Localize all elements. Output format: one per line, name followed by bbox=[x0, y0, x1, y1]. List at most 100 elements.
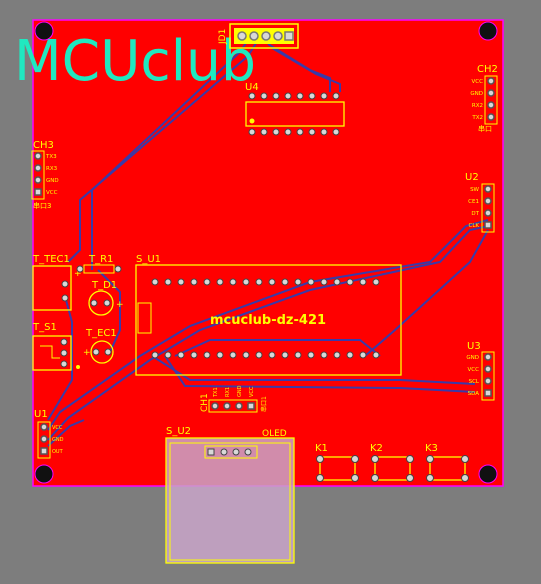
jd1-connector: JD1 bbox=[218, 23, 299, 49]
t-s1-part: T_S1 bbox=[32, 322, 80, 371]
s-u1-label: S_U1 bbox=[136, 254, 161, 265]
t-d1-outline bbox=[88, 290, 114, 316]
ch2-label: CH2 bbox=[477, 64, 498, 75]
ch2-header: CH2 VCC GND RX2 TX2 串口 bbox=[470, 64, 498, 133]
u3-pin-label: SDA bbox=[468, 391, 480, 397]
u1-pin-label: VCC bbox=[52, 425, 63, 431]
t-r1-part: T_R1 bbox=[76, 254, 122, 274]
ch1-label: CH1 bbox=[200, 393, 210, 412]
u4-label: U4 bbox=[245, 82, 259, 93]
u2-pin-label: CLK bbox=[468, 223, 479, 229]
pin-pad-square bbox=[284, 31, 294, 41]
jd1-pins bbox=[237, 31, 294, 41]
u1-pin-label: OUT bbox=[52, 449, 64, 455]
ch2-pin-label: RX2 bbox=[472, 103, 483, 109]
t-ec1-part: T_EC1 + bbox=[83, 328, 117, 364]
ch3-pin-label: TX3 bbox=[45, 154, 57, 160]
ch2-pin-label: TX2 bbox=[471, 115, 483, 121]
pin-pad bbox=[273, 31, 283, 41]
u3-pin-label: VCC bbox=[468, 367, 480, 373]
k1-outline bbox=[319, 456, 356, 481]
k3-label: K3 bbox=[425, 443, 438, 454]
pin-pad bbox=[249, 31, 259, 41]
t-d1-label: T_D1 bbox=[91, 280, 117, 291]
u2-label: U2 bbox=[465, 172, 479, 183]
logo: MCUclub bbox=[14, 29, 256, 94]
t-r1-label: T_R1 bbox=[88, 254, 113, 265]
u1-pin-label: GND bbox=[52, 437, 64, 443]
ch1-outline bbox=[208, 399, 258, 413]
ch2-outline bbox=[484, 75, 498, 125]
ch2-pin-label: VCC bbox=[472, 79, 484, 85]
mounting-hole bbox=[34, 21, 54, 41]
ch3-sub-label: 串口3 bbox=[33, 202, 51, 210]
k3-button: K3 bbox=[425, 443, 469, 482]
ch3-label: CH3 bbox=[33, 140, 54, 151]
u4-ic: U4 bbox=[245, 82, 345, 136]
pin-pad bbox=[237, 31, 247, 41]
s-u1-outline bbox=[135, 264, 402, 376]
t-tec1-plus: + bbox=[74, 269, 82, 279]
ch3-pin-label: RX3 bbox=[46, 166, 58, 172]
oled-header-outline bbox=[204, 445, 258, 459]
jd1-outline bbox=[229, 23, 299, 49]
ch2-sub-label: 串口 bbox=[478, 125, 492, 133]
k3-outline bbox=[429, 456, 466, 481]
jd1-label: JD1 bbox=[218, 29, 228, 45]
oled-inner-outline bbox=[169, 442, 291, 561]
ch3-header: CH3 TX3 RX3 GND VCC 串口3 bbox=[31, 140, 59, 210]
board-copper bbox=[32, 19, 504, 487]
ch1-pin-label: RX1 bbox=[225, 387, 231, 397]
s-u1-chip bbox=[137, 302, 152, 334]
oled-label: OLED bbox=[262, 429, 287, 439]
ch2-pin-label: GND bbox=[470, 91, 483, 97]
s-u2-oled: S_U2 OLED bbox=[165, 426, 295, 564]
u1-outline bbox=[37, 421, 51, 459]
t-r1-body bbox=[83, 264, 115, 274]
s-u2-label: S_U2 bbox=[166, 426, 191, 437]
u3-pin-label: GND bbox=[466, 355, 479, 361]
u3-outline bbox=[481, 351, 495, 401]
u4-pin1-marker bbox=[249, 118, 255, 124]
ch1-header: CH1 TX1 RX1 GND VCC 串口1 bbox=[200, 385, 268, 413]
ch1-pin-label: TX1 bbox=[213, 387, 219, 398]
t-s1-outline bbox=[32, 335, 72, 371]
u4-outline bbox=[245, 101, 345, 127]
ch3-pin-label: VCC bbox=[46, 190, 58, 196]
u3-header: U3 GND VCC SCL SDA bbox=[466, 341, 495, 401]
ch3-pin-label: GND bbox=[46, 178, 59, 184]
t-ec1-outline bbox=[90, 340, 114, 364]
ch1-sub-label: 串口1 bbox=[260, 396, 268, 412]
k2-button: K2 bbox=[370, 443, 414, 482]
mounting-holes bbox=[34, 21, 498, 484]
oled-screen-area bbox=[166, 438, 294, 563]
u3-pin-label: SCL bbox=[469, 379, 480, 385]
pin-pad bbox=[261, 31, 271, 41]
k2-outline bbox=[374, 456, 411, 481]
u2-header: U2 SW CE1 DT CLK bbox=[465, 172, 495, 233]
t-d1-part: T_D1 + bbox=[88, 280, 124, 316]
ch3-outline bbox=[31, 150, 45, 200]
k2-label: K2 bbox=[370, 443, 383, 454]
traces bbox=[47, 39, 489, 447]
u2-outline bbox=[481, 183, 495, 233]
t-tec1-label: T_TEC1 bbox=[32, 254, 70, 265]
s-u1-module: S_U1 mcuclub-dz-421 bbox=[135, 254, 402, 376]
board-name-text: mcuclub-dz-421 bbox=[210, 313, 326, 328]
t-ec1-label: T_EC1 bbox=[85, 328, 117, 339]
s-u1-bottom-pins bbox=[151, 351, 380, 359]
mounting-hole bbox=[478, 21, 498, 41]
t-tec1-outline bbox=[32, 265, 72, 311]
s-u1-top-pins bbox=[151, 278, 380, 286]
t-ec1-plus: + bbox=[83, 348, 91, 358]
k1-label: K1 bbox=[315, 443, 328, 454]
u2-pin-label: CE1 bbox=[468, 199, 479, 205]
t-d1-plus: + bbox=[116, 300, 124, 310]
u4-pins bbox=[248, 92, 340, 136]
u1-label: U1 bbox=[34, 409, 48, 420]
k1-button: K1 bbox=[315, 443, 359, 482]
oled-outline bbox=[165, 437, 295, 564]
u1-header: U1 VCC GND OUT bbox=[34, 409, 64, 459]
mounting-hole bbox=[34, 464, 54, 484]
